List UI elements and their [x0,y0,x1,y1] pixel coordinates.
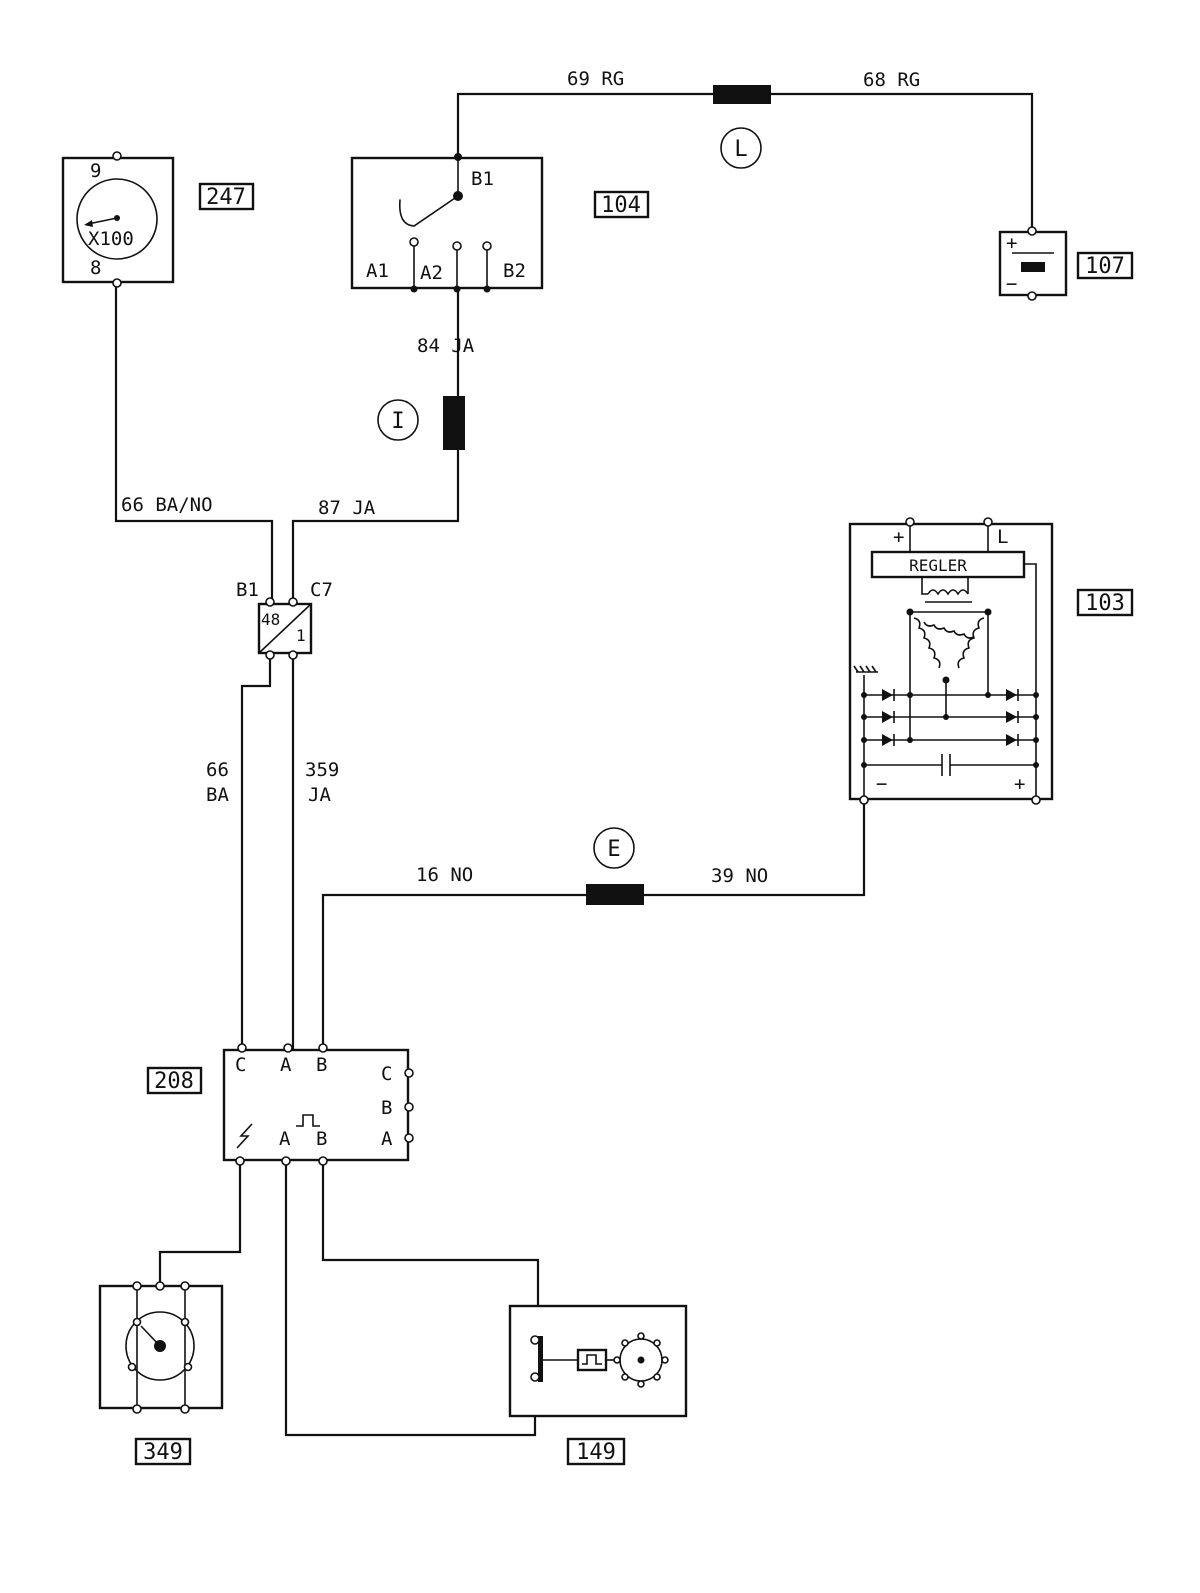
splice-l: L [713,85,771,169]
component-247-tachometer: 9 8 X100 247 [61,151,255,288]
splice-i-label: I [391,409,404,434]
connector-left-pin: B1 [236,579,259,601]
c103-plus-top: + [893,526,904,548]
wire-label-66-num: 66 [206,759,229,781]
connector-right-pin: C7 [310,579,333,601]
c247-pin-top: 9 [90,160,101,182]
c104-pin-b2: B2 [503,260,526,282]
wire-69-68-rg [456,92,1034,234]
wire-label-84-ja: 84 JA [417,335,475,357]
c208-right-a: A [381,1128,393,1150]
c208-top-b: B [316,1054,327,1076]
c208-bottom-a: A [279,1128,291,1150]
c103-id: 103 [1085,591,1125,616]
component-208-ignition-module: C A B C B A A B 208 [146,1043,414,1166]
wire-label-87-ja: 87 JA [318,497,376,519]
c103-regulator: REGLER [909,556,967,575]
c208-bottom-b: B [316,1128,327,1150]
c149-id: 149 [576,1440,616,1465]
c349-id: 349 [143,1440,183,1465]
wire-label-66-ba-no: 66 BA/NO [121,494,213,516]
c247-id: 247 [206,185,246,210]
wire-208-349 [158,1158,242,1288]
c107-id: 107 [1085,254,1125,279]
c208-right-c: C [381,1063,392,1085]
splice-e: E [586,827,644,905]
c247-pin-bottom: 8 [90,257,101,279]
wire-66-ba [240,651,272,1050]
c103-plus-bottom: + [1014,773,1025,795]
component-107-battery: + − 107 [998,226,1134,301]
wire-label-39-no: 39 NO [711,865,768,887]
connector-left-num: 48 [261,610,280,629]
wire-label-66-col: BA [206,784,229,806]
c208-top-c: C [235,1054,246,1076]
c104-pin-a1: A1 [366,260,389,282]
wire-labels: 69 RG 68 RG 84 JA 66 BA/NO 87 JA 66 BA 3… [121,68,920,887]
c208-id: 208 [154,1069,194,1094]
splice-i: I [377,396,465,450]
c107-plus: + [1006,232,1017,254]
spark-icon [236,1123,253,1149]
component-103-alternator: + L REGLER [848,517,1134,805]
connector-right-num: 1 [296,626,306,645]
c104-id: 104 [601,193,641,218]
wire-label-359-num: 359 [305,759,339,781]
c208-top-a: A [280,1054,292,1076]
wire-66-ba-no [114,281,274,606]
component-104-ignition-switch: B1 A1 A2 B2 104 [350,153,650,293]
c107-minus: − [1006,273,1017,295]
splice-l-label: L [734,137,747,162]
c103-minus-bottom: − [876,773,887,795]
c247-dial-label: X100 [88,228,134,250]
c104-pin-a2: A2 [420,262,443,284]
splice-e-label: E [607,837,620,862]
connector-48-1: 48 1 B1 C7 [236,579,333,660]
c104-pin-b1: B1 [471,168,494,190]
component-349-ignition-coil: 349 [98,1281,224,1466]
component-149-sensor: 149 [508,1304,688,1466]
c208-right-b: B [381,1097,392,1119]
wire-208-149-b [321,1158,540,1338]
wire-label-16-no: 16 NO [416,864,473,886]
wire-16-39-no [321,796,866,1050]
wire-label-69-rg: 69 RG [567,68,624,90]
wire-label-68-rg: 68 RG [863,69,920,91]
c103-l-top: L [997,526,1008,548]
wire-label-359-col: JA [308,784,331,806]
